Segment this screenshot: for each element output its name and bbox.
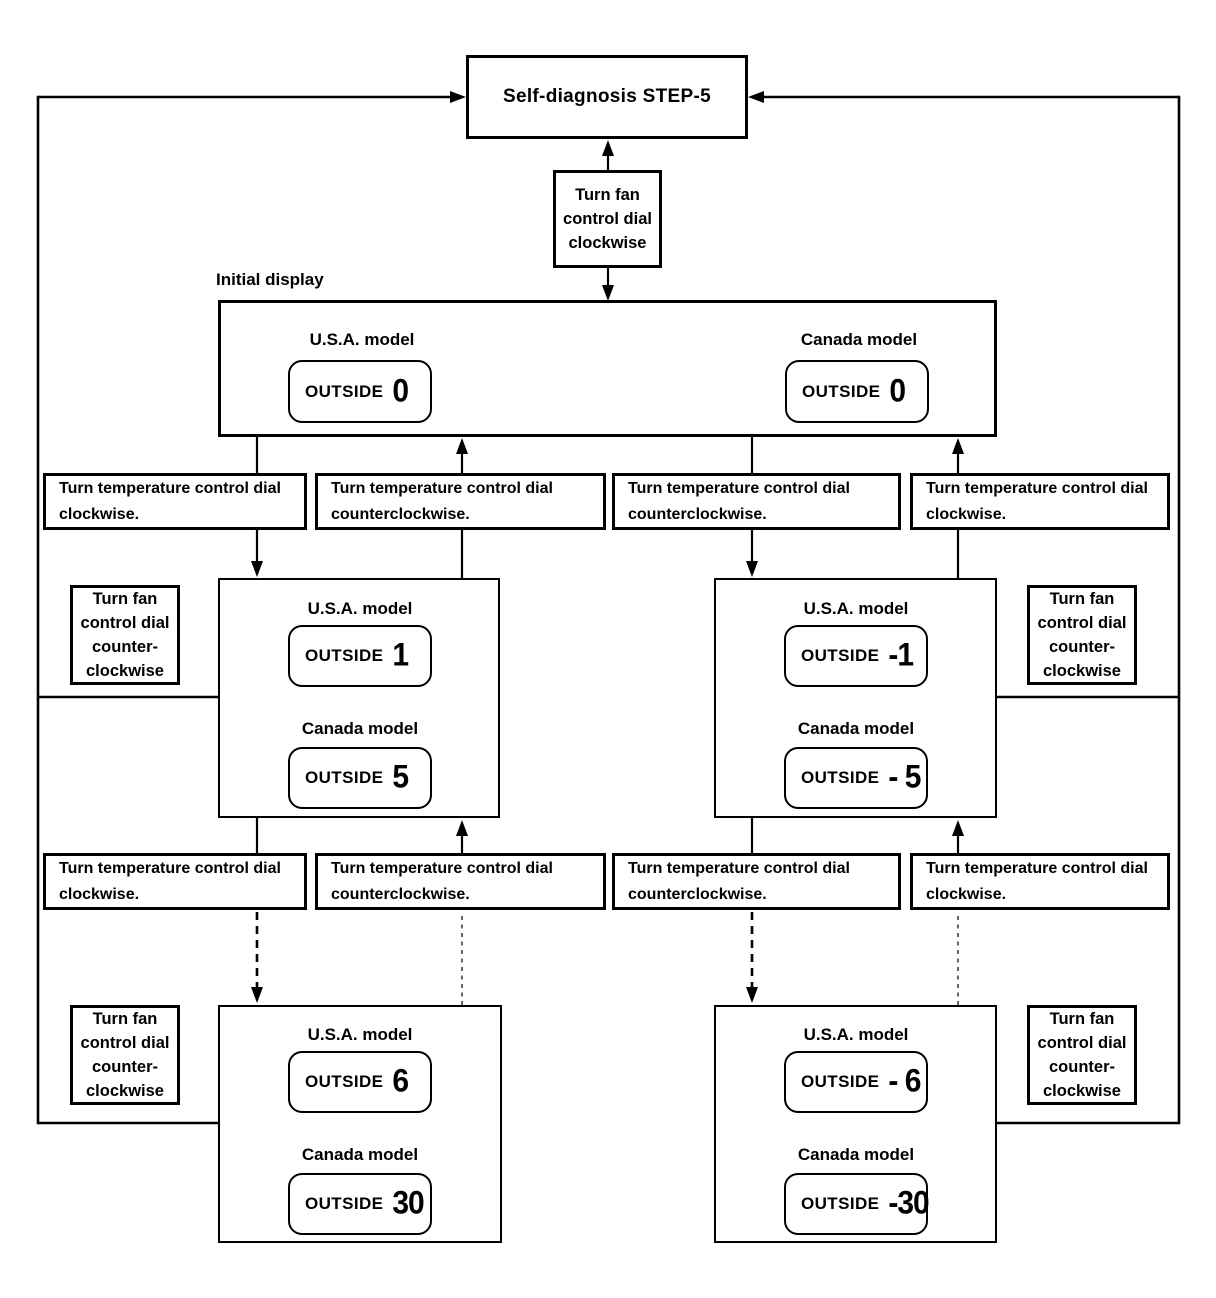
outside-value: 0 bbox=[889, 373, 906, 409]
temp-cw-node-r2-left: Turn temperature control dial clockwise. bbox=[43, 853, 307, 910]
return-loop-left bbox=[36, 91, 466, 1125]
initial-display-caption: Initial display bbox=[216, 270, 324, 289]
display-node-mid-right: U.S.A. model OUTSIDE -1 Canada model OUT… bbox=[714, 578, 997, 818]
fan-clockwise-label: Turn fan control dial clockwise bbox=[563, 186, 652, 252]
temp-cw-node-r2-right: Turn temperature control dial clockwise. bbox=[910, 853, 1170, 910]
temp-cw-label: Turn temperature control dial clockwise. bbox=[59, 479, 281, 523]
fan-ccw-node-mid-left: Turn fan control dial counter- clockwise bbox=[70, 585, 180, 685]
outside-label: OUTSIDE bbox=[305, 646, 384, 665]
temp-ccw-node-r1-left: Turn temperature control dial counterclo… bbox=[315, 473, 606, 530]
usa-model-label: U.S.A. model bbox=[803, 1025, 909, 1044]
flow-mid-bottom-right bbox=[746, 818, 964, 1005]
temp-cw-node-r1-left: Turn temperature control dial clockwise. bbox=[43, 473, 307, 530]
usa-display: OUTSIDE 0 bbox=[288, 360, 432, 423]
outside-label: OUTSIDE bbox=[305, 1194, 384, 1213]
canada-display: OUTSIDE 0 bbox=[785, 360, 929, 423]
outside-value: 30 bbox=[392, 1185, 424, 1222]
outside-label: OUTSIDE bbox=[305, 1072, 384, 1091]
flow-mid-bottom-left bbox=[251, 818, 468, 1005]
canada-model-label: Canada model bbox=[301, 1145, 419, 1164]
fan-clockwise-node: Turn fan control dial clockwise bbox=[553, 170, 662, 268]
step5-title: Self-diagnosis STEP-5 bbox=[503, 86, 711, 107]
outside-label: OUTSIDE bbox=[801, 646, 880, 665]
outside-value: 6 bbox=[392, 1063, 409, 1100]
fan-ccw-node-bottom-left: Turn fan control dial counter- clockwise bbox=[70, 1005, 180, 1105]
outside-value: - 6 bbox=[888, 1063, 921, 1100]
outside-label: OUTSIDE bbox=[802, 381, 881, 401]
usa-display: OUTSIDE -1 bbox=[784, 625, 928, 687]
temp-cw-label: Turn temperature control dial clockwise. bbox=[926, 859, 1148, 903]
flow-step5-fan bbox=[602, 140, 614, 301]
display-node-bottom-left: U.S.A. model OUTSIDE 6 Canada model OUTS… bbox=[218, 1005, 502, 1243]
temp-ccw-node-r1-right: Turn temperature control dial counterclo… bbox=[612, 473, 901, 530]
canada-model-label: Canada model bbox=[797, 719, 915, 738]
outside-label: OUTSIDE bbox=[801, 768, 880, 787]
initial-display-node: U.S.A. model OUTSIDE 0 Canada model OUTS… bbox=[218, 300, 997, 437]
temp-cw-label: Turn temperature control dial clockwise. bbox=[926, 479, 1148, 523]
outside-label: OUTSIDE bbox=[305, 381, 384, 401]
outside-label: OUTSIDE bbox=[801, 1194, 880, 1213]
canada-model-label: Canada model bbox=[797, 1145, 915, 1164]
canada-display: OUTSIDE 5 bbox=[288, 747, 432, 809]
outside-value: - 5 bbox=[888, 759, 921, 796]
fan-ccw-label: Turn fan control dial counter- clockwise bbox=[80, 590, 170, 680]
canada-display: OUTSIDE -30 bbox=[784, 1173, 930, 1235]
canada-display: OUTSIDE 30 bbox=[288, 1173, 432, 1235]
canada-display: OUTSIDE - 5 bbox=[784, 747, 928, 809]
fan-ccw-label: Turn fan control dial counter- clockwise bbox=[1037, 590, 1127, 680]
outside-label: OUTSIDE bbox=[305, 768, 384, 787]
outside-value: -30 bbox=[888, 1185, 929, 1222]
temp-cw-label: Turn temperature control dial clockwise. bbox=[59, 859, 281, 903]
temp-ccw-label: Turn temperature control dial counterclo… bbox=[331, 479, 553, 523]
usa-model-label: U.S.A. model bbox=[307, 599, 413, 618]
display-node-mid-left: U.S.A. model OUTSIDE 1 Canada model OUTS… bbox=[218, 578, 500, 818]
temp-ccw-node-r2-right: Turn temperature control dial counterclo… bbox=[612, 853, 901, 910]
usa-display: OUTSIDE - 6 bbox=[784, 1051, 928, 1113]
temp-ccw-label: Turn temperature control dial counterclo… bbox=[628, 859, 850, 903]
usa-display: OUTSIDE 6 bbox=[288, 1051, 432, 1113]
display-node-bottom-right: U.S.A. model OUTSIDE - 6 Canada model OU… bbox=[714, 1005, 997, 1243]
fan-ccw-label: Turn fan control dial counter- clockwise bbox=[1037, 1010, 1127, 1100]
temp-cw-node-r1-right: Turn temperature control dial clockwise. bbox=[910, 473, 1170, 530]
outside-value: -1 bbox=[888, 637, 914, 674]
canada-model-label: Canada model bbox=[800, 330, 918, 349]
usa-display: OUTSIDE 1 bbox=[288, 625, 432, 687]
temp-ccw-node-r2-left: Turn temperature control dial counterclo… bbox=[315, 853, 606, 910]
outside-value: 1 bbox=[392, 637, 409, 674]
step5-node: Self-diagnosis STEP-5 bbox=[466, 55, 748, 139]
canada-model-label: Canada model bbox=[301, 719, 419, 738]
fan-ccw-node-mid-right: Turn fan control dial counter- clockwise bbox=[1027, 585, 1137, 685]
temp-ccw-label: Turn temperature control dial counterclo… bbox=[628, 479, 850, 523]
temp-ccw-label: Turn temperature control dial counterclo… bbox=[331, 859, 553, 903]
fan-ccw-node-bottom-right: Turn fan control dial counter- clockwise bbox=[1027, 1005, 1137, 1105]
outside-value: 5 bbox=[392, 759, 409, 796]
fan-ccw-label: Turn fan control dial counter- clockwise bbox=[80, 1010, 170, 1100]
usa-model-label: U.S.A. model bbox=[307, 1025, 413, 1044]
usa-model-label: U.S.A. model bbox=[309, 330, 415, 349]
outside-value: 0 bbox=[392, 373, 409, 409]
usa-model-label: U.S.A. model bbox=[803, 599, 909, 618]
return-loop-right bbox=[748, 91, 1181, 1125]
outside-label: OUTSIDE bbox=[801, 1072, 880, 1091]
